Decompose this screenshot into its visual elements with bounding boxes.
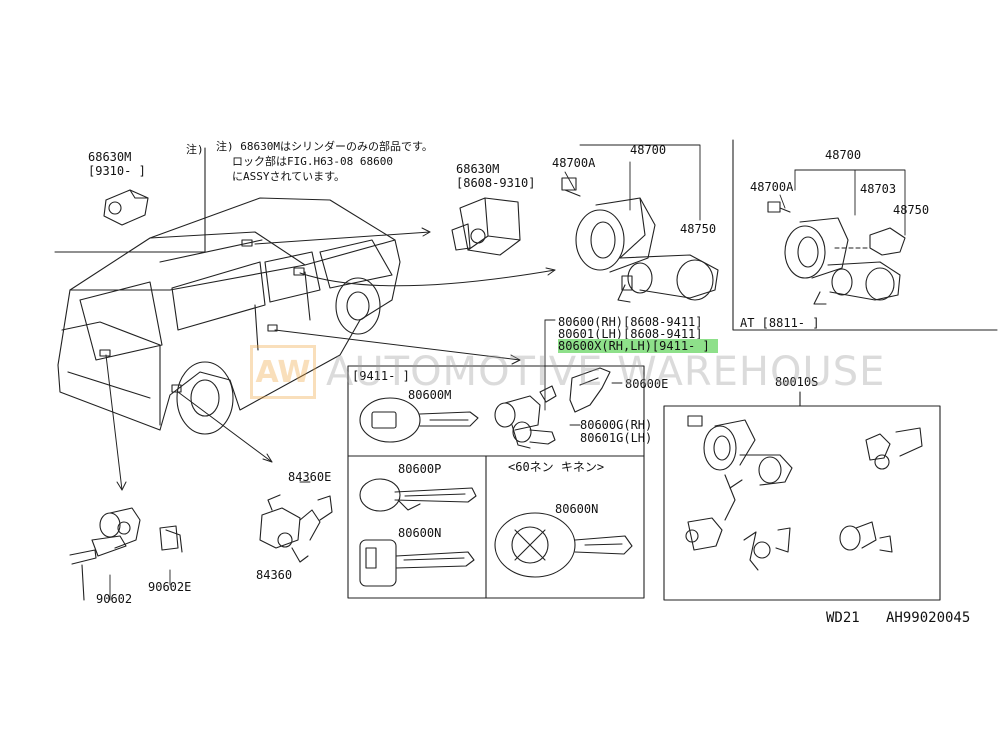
key-icon-n-a [359,539,475,587]
ignition-lock-icon-b [767,201,906,305]
back-door-lock-icon [69,507,183,601]
part-label-84360E: 84360E [288,470,332,484]
part-label-48750-a: 48750 [680,222,717,236]
box-range-label: [9411- ] [352,369,410,383]
part-label-80600G: 80600G(RH) [580,418,653,432]
note-line-1: 注) 68630Mはシリンダーのみの部品です。 [216,140,433,153]
part-label-80600E: 80600E [625,377,669,391]
ignition-lock-icon-a [561,177,719,303]
key-box-frame [347,365,645,599]
diagram-ref-code: AH99020045 [886,610,971,626]
door-cylinder-icon [494,395,556,449]
part-range-68630M-b: [8608-9310] [456,176,536,190]
part-label-48703: 48703 [860,182,897,196]
part-label-90602: 90602 [96,592,133,606]
part-label-48700-b: 48700 [825,148,862,162]
model-code: WD21 [826,610,860,626]
key-icon-p [359,478,477,512]
part-range-68630M-a: [9310- ] [88,164,146,178]
part-label-48700A-b: 48700A [750,180,794,194]
part-label-80600M: 80600M [408,388,452,402]
part-label-68630M-b: 68630M [456,162,500,176]
note-mark: 注) [186,143,204,156]
part-label-80010S: 80010S [775,375,819,389]
part-label-48700A-a: 48700A [552,156,596,170]
key-icon-n-b [494,512,633,578]
part-label-80600P: 80600P [398,462,442,476]
set-box-frame [663,405,941,601]
box-60-label: <60ネン キネン> [508,460,605,474]
part-label-48700-a: 48700 [630,143,667,157]
at-range-label: AT [8811- ] [740,316,820,330]
part-label-84360: 84360 [256,568,293,582]
part-label-90602E: 90602E [148,580,192,594]
part-label-80601G: 80601G(LH) [580,431,653,445]
lock-icon-a [451,197,521,256]
lock-set-icon [685,415,923,571]
part-label-80600N-b: 80600N [555,502,599,516]
clip-icon-a [539,367,611,413]
part-label-80600-rh: 80600(RH)[8608-9411] [558,315,703,329]
part-label-48750-b: 48750 [893,203,930,217]
note-line-3: にASSYされています。 [232,170,346,183]
at-frame [732,139,998,331]
part-label-80600X-highlighted: 80600X(RH,LH)[9411- ] [558,339,718,353]
part-label-80600N-a: 80600N [398,526,442,540]
part-label-68630M-a: 68630M [88,150,132,164]
key-icon-m [359,397,479,443]
watermark: AW AUTOMOTIVE WAREHOUSE [250,342,885,402]
cylinder-icon-a [103,189,149,226]
watermark-logo: AW [250,345,316,399]
vehicle-icon [57,197,401,435]
note-line-2: ロック部はFIG.H63-08 68600 [232,155,393,168]
tailgate-lock-icon [259,494,333,563]
part-label-80601-lh: 80601(LH)[8608-9411] [558,327,703,341]
watermark-text: AUTOMOTIVE WAREHOUSE [326,349,886,395]
